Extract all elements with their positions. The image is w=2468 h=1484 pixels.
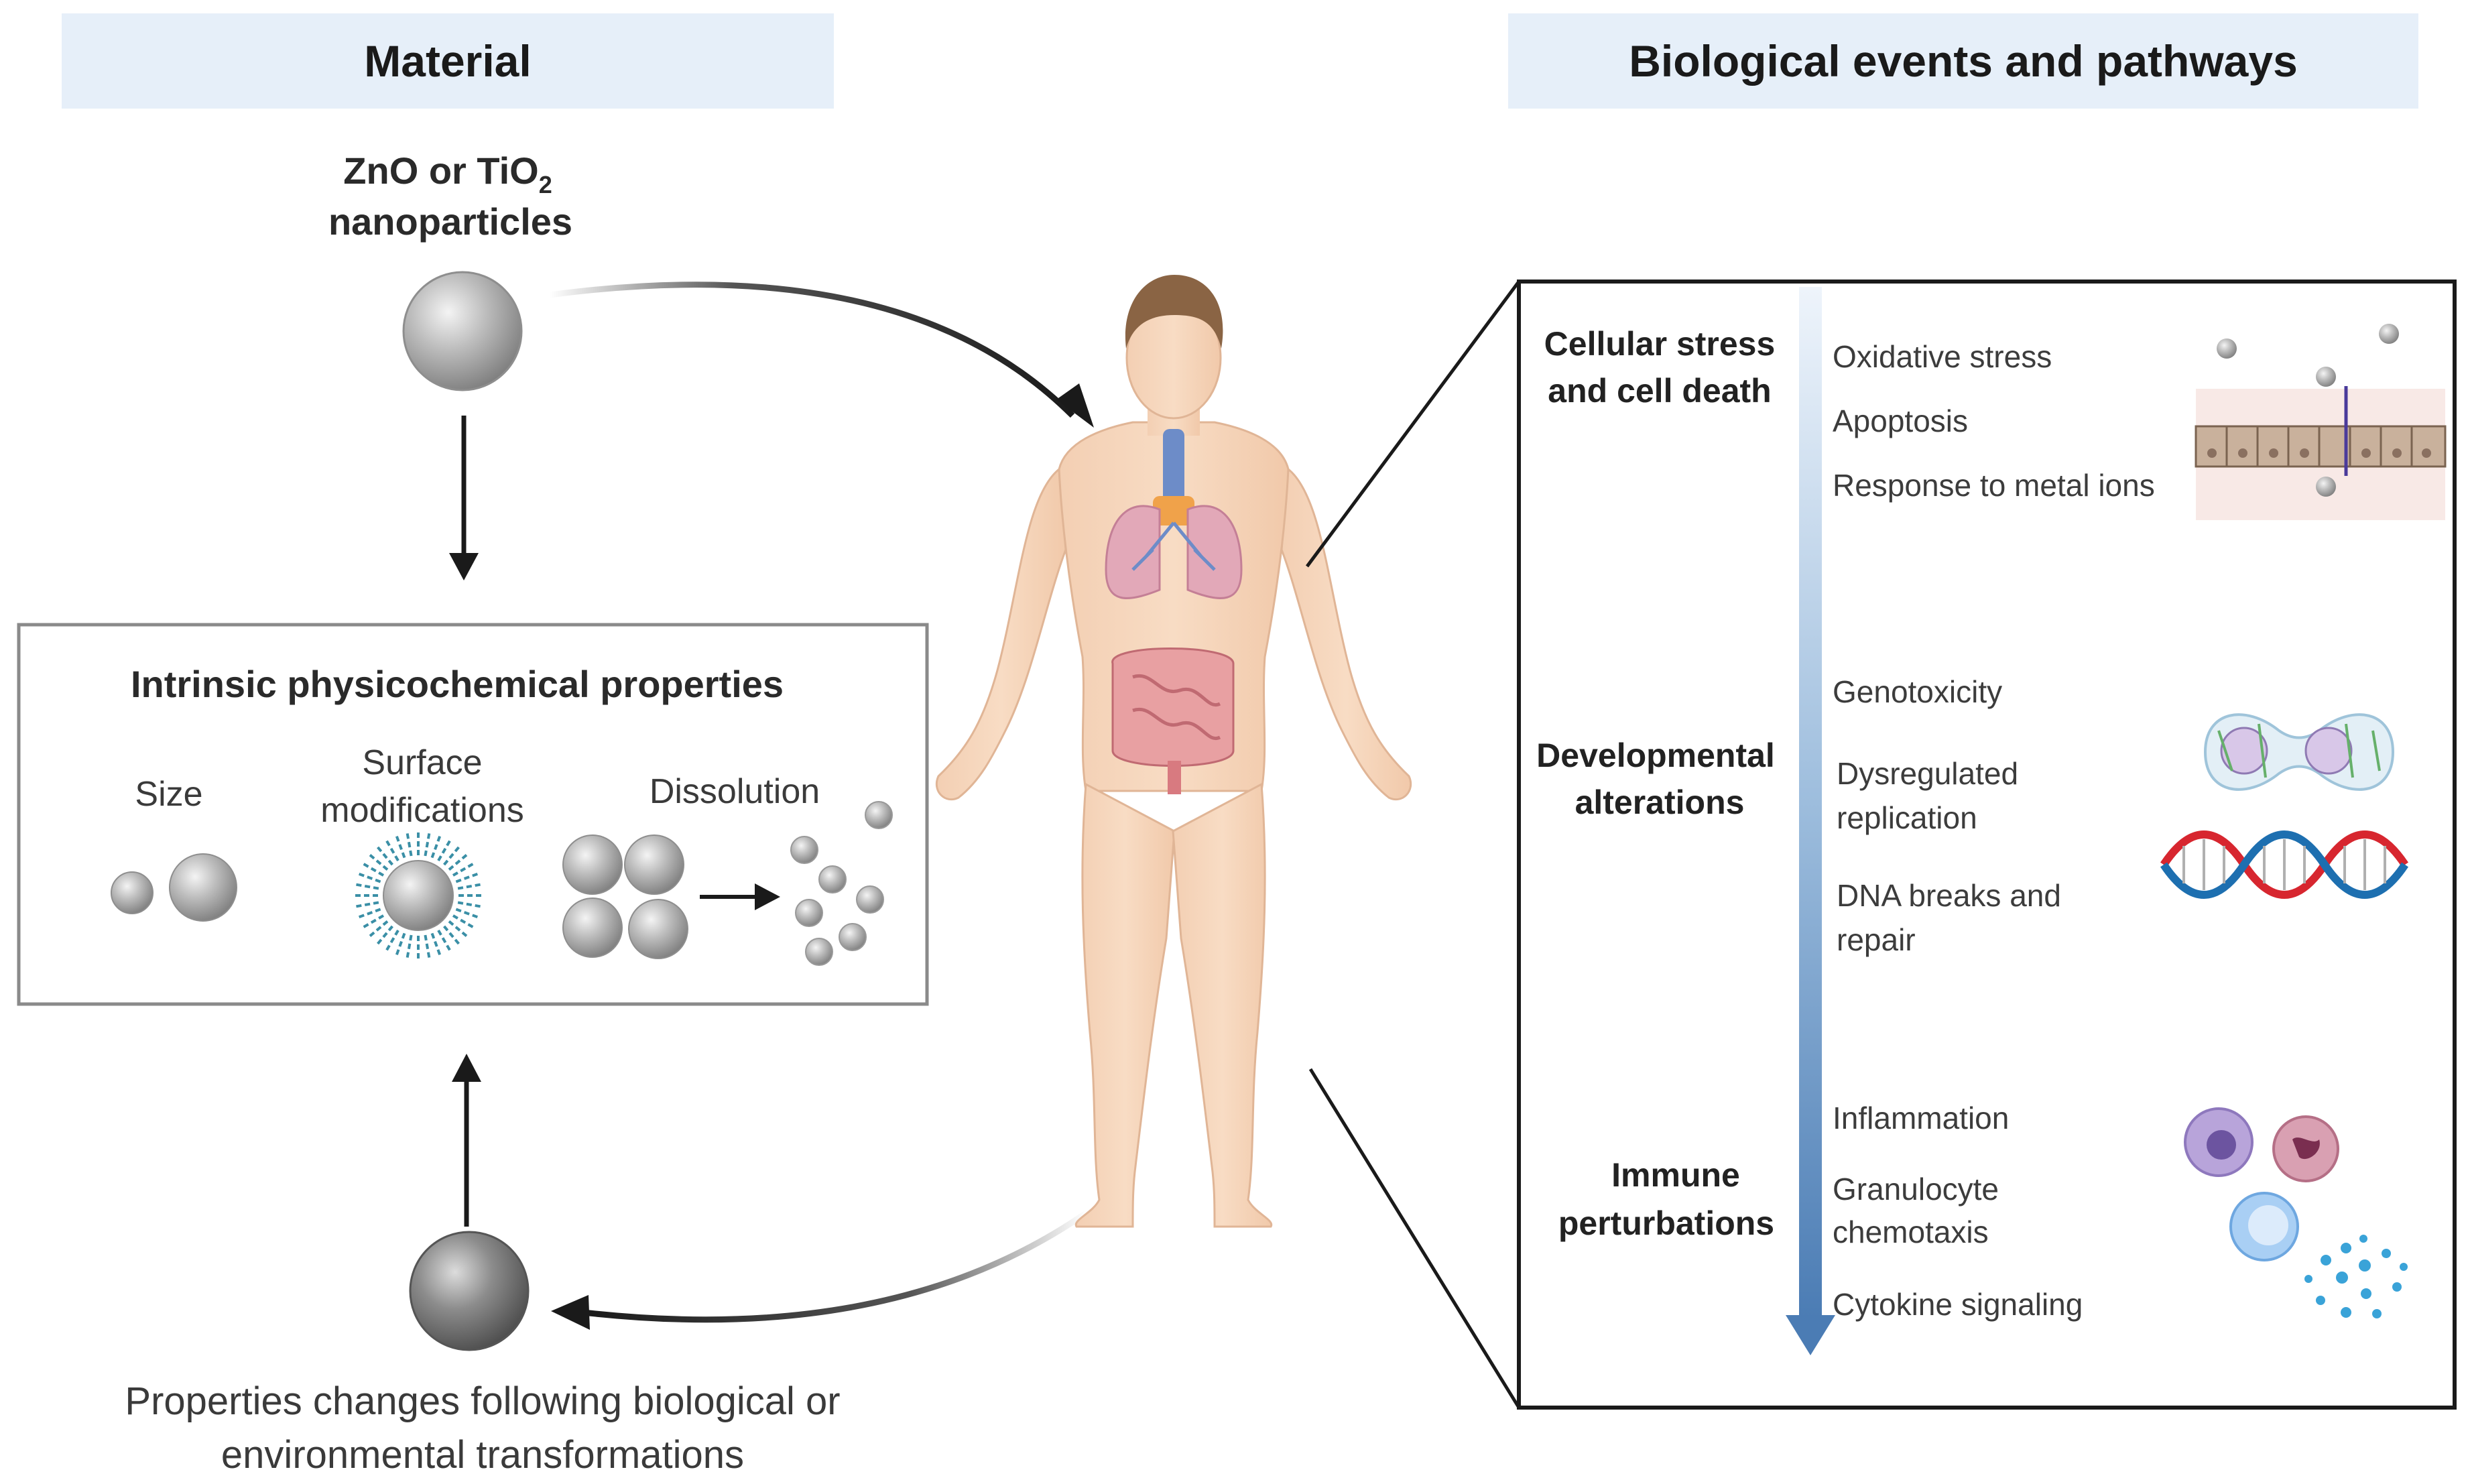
category-immune-1: Immune <box>1611 1156 1740 1194</box>
aggregated-nanoparticles-icon <box>562 834 688 959</box>
surface-ligand <box>357 908 381 919</box>
surface-ligand <box>385 929 399 952</box>
surface-ligand <box>437 929 452 952</box>
properties-box <box>17 623 929 1006</box>
category-developmental-2: alterations <box>1575 784 1745 821</box>
event-genotoxicity: Genotoxicity <box>1833 674 2002 709</box>
surface-modified-nanoparticle-icon <box>354 831 483 960</box>
category-cellular-stress-1: Cellular stress <box>1544 325 1776 363</box>
event-inflammation: Inflammation <box>1833 1101 2009 1135</box>
properties-title: Intrinsic physicochemical properties <box>131 663 784 705</box>
surface-ligand <box>448 920 469 938</box>
surface-ligand <box>452 914 475 929</box>
surface-ligand <box>375 925 393 946</box>
category-cellular-stress-2: and cell death <box>1548 372 1771 410</box>
material-header: Material <box>364 36 531 86</box>
curve-arrow-to-body-head <box>1056 383 1094 428</box>
curve-arrow-from-body-head <box>551 1295 590 1330</box>
surface-ligand <box>368 920 389 938</box>
surface-ligand <box>457 883 482 890</box>
nanoparticle-icon <box>402 271 523 391</box>
surface-ligand <box>361 862 385 877</box>
gradient-arrow-head <box>1786 1315 1835 1355</box>
event-dysregulated: Dysregulated <box>1837 756 2018 791</box>
size-label: Size <box>135 775 202 814</box>
surface-ligand <box>395 932 406 956</box>
bottom-caption-1: Properties changes following biological … <box>125 1379 840 1423</box>
surface-ligand <box>437 839 452 862</box>
surface-ligand <box>357 872 381 883</box>
gradient-arrow <box>1799 287 1822 1319</box>
event-cytokine: Cytokine signaling <box>1833 1287 2083 1322</box>
nanoparticle-title: ZnO or TiO2 <box>343 149 552 198</box>
dissolution-arrow-head <box>755 883 780 910</box>
zoom-line-top <box>1305 280 1521 568</box>
event-metal-ions: Response to metal ions <box>1833 468 2155 503</box>
surface-ligand <box>375 845 393 866</box>
dividing-cell-icon <box>2203 713 2395 791</box>
surface-ligand <box>424 934 431 959</box>
curve-arrow-from-body <box>582 1211 1088 1323</box>
immune-cells-icon <box>2184 1107 2408 1318</box>
surface-label-1: Surface <box>362 743 482 782</box>
dissolved-particles-icon <box>790 801 893 966</box>
surface-ligand <box>355 883 379 890</box>
surface-ligand <box>368 853 389 871</box>
event-dna-breaks: DNA breaks and <box>1837 878 2061 913</box>
human-body-icon <box>935 275 1412 1228</box>
surface-ligand <box>406 934 413 959</box>
event-chemotaxis: chemotaxis <box>1833 1215 1989 1249</box>
surface-ligand <box>443 925 461 946</box>
transformed-nanoparticle-icon <box>409 1231 530 1351</box>
event-oxidative-stress: Oxidative stress <box>1833 339 2052 374</box>
surface-ligand <box>424 832 431 857</box>
dissolution-label: Dissolution <box>650 772 820 811</box>
event-replication: replication <box>1837 800 1977 835</box>
surface-ligand <box>452 862 475 877</box>
surface-ligand <box>443 845 461 866</box>
surface-ligand <box>406 832 413 857</box>
event-repair: repair <box>1837 922 1916 957</box>
surface-ligand <box>455 908 479 919</box>
surface-ligand <box>457 901 482 908</box>
surface-ligand <box>361 914 385 929</box>
event-granulocyte: Granulocyte <box>1833 1172 1999 1207</box>
biological-header: Biological events and pathways <box>1629 36 2298 86</box>
biological-header-bg <box>1508 13 2418 109</box>
dna-helix-icon <box>2160 830 2408 899</box>
surface-ligand <box>448 853 469 871</box>
zoom-line-bottom <box>1308 1068 1521 1409</box>
surface-ligand <box>430 932 442 956</box>
epithelium-icon <box>2195 324 2447 520</box>
surface-ligand <box>355 901 379 908</box>
nanoparticle-title-line2: nanoparticles <box>328 200 572 243</box>
category-developmental-1: Developmental <box>1536 737 1775 774</box>
size-spheres-icon <box>111 853 237 922</box>
surface-ligand <box>395 834 406 859</box>
bottom-caption-2: environmental transformations <box>221 1433 744 1477</box>
surface-label-2: modifications <box>320 791 523 830</box>
surface-ligand <box>430 834 442 859</box>
material-header-bg <box>62 13 834 109</box>
surface-ligand <box>385 839 399 862</box>
arrow-up-head <box>452 1054 481 1082</box>
arrow-down-head <box>449 553 479 580</box>
event-apoptosis: Apoptosis <box>1833 404 1968 438</box>
curve-arrow-to-body <box>549 282 1075 418</box>
surface-ligand <box>455 872 479 883</box>
category-immune-2: perturbations <box>1558 1204 1774 1242</box>
